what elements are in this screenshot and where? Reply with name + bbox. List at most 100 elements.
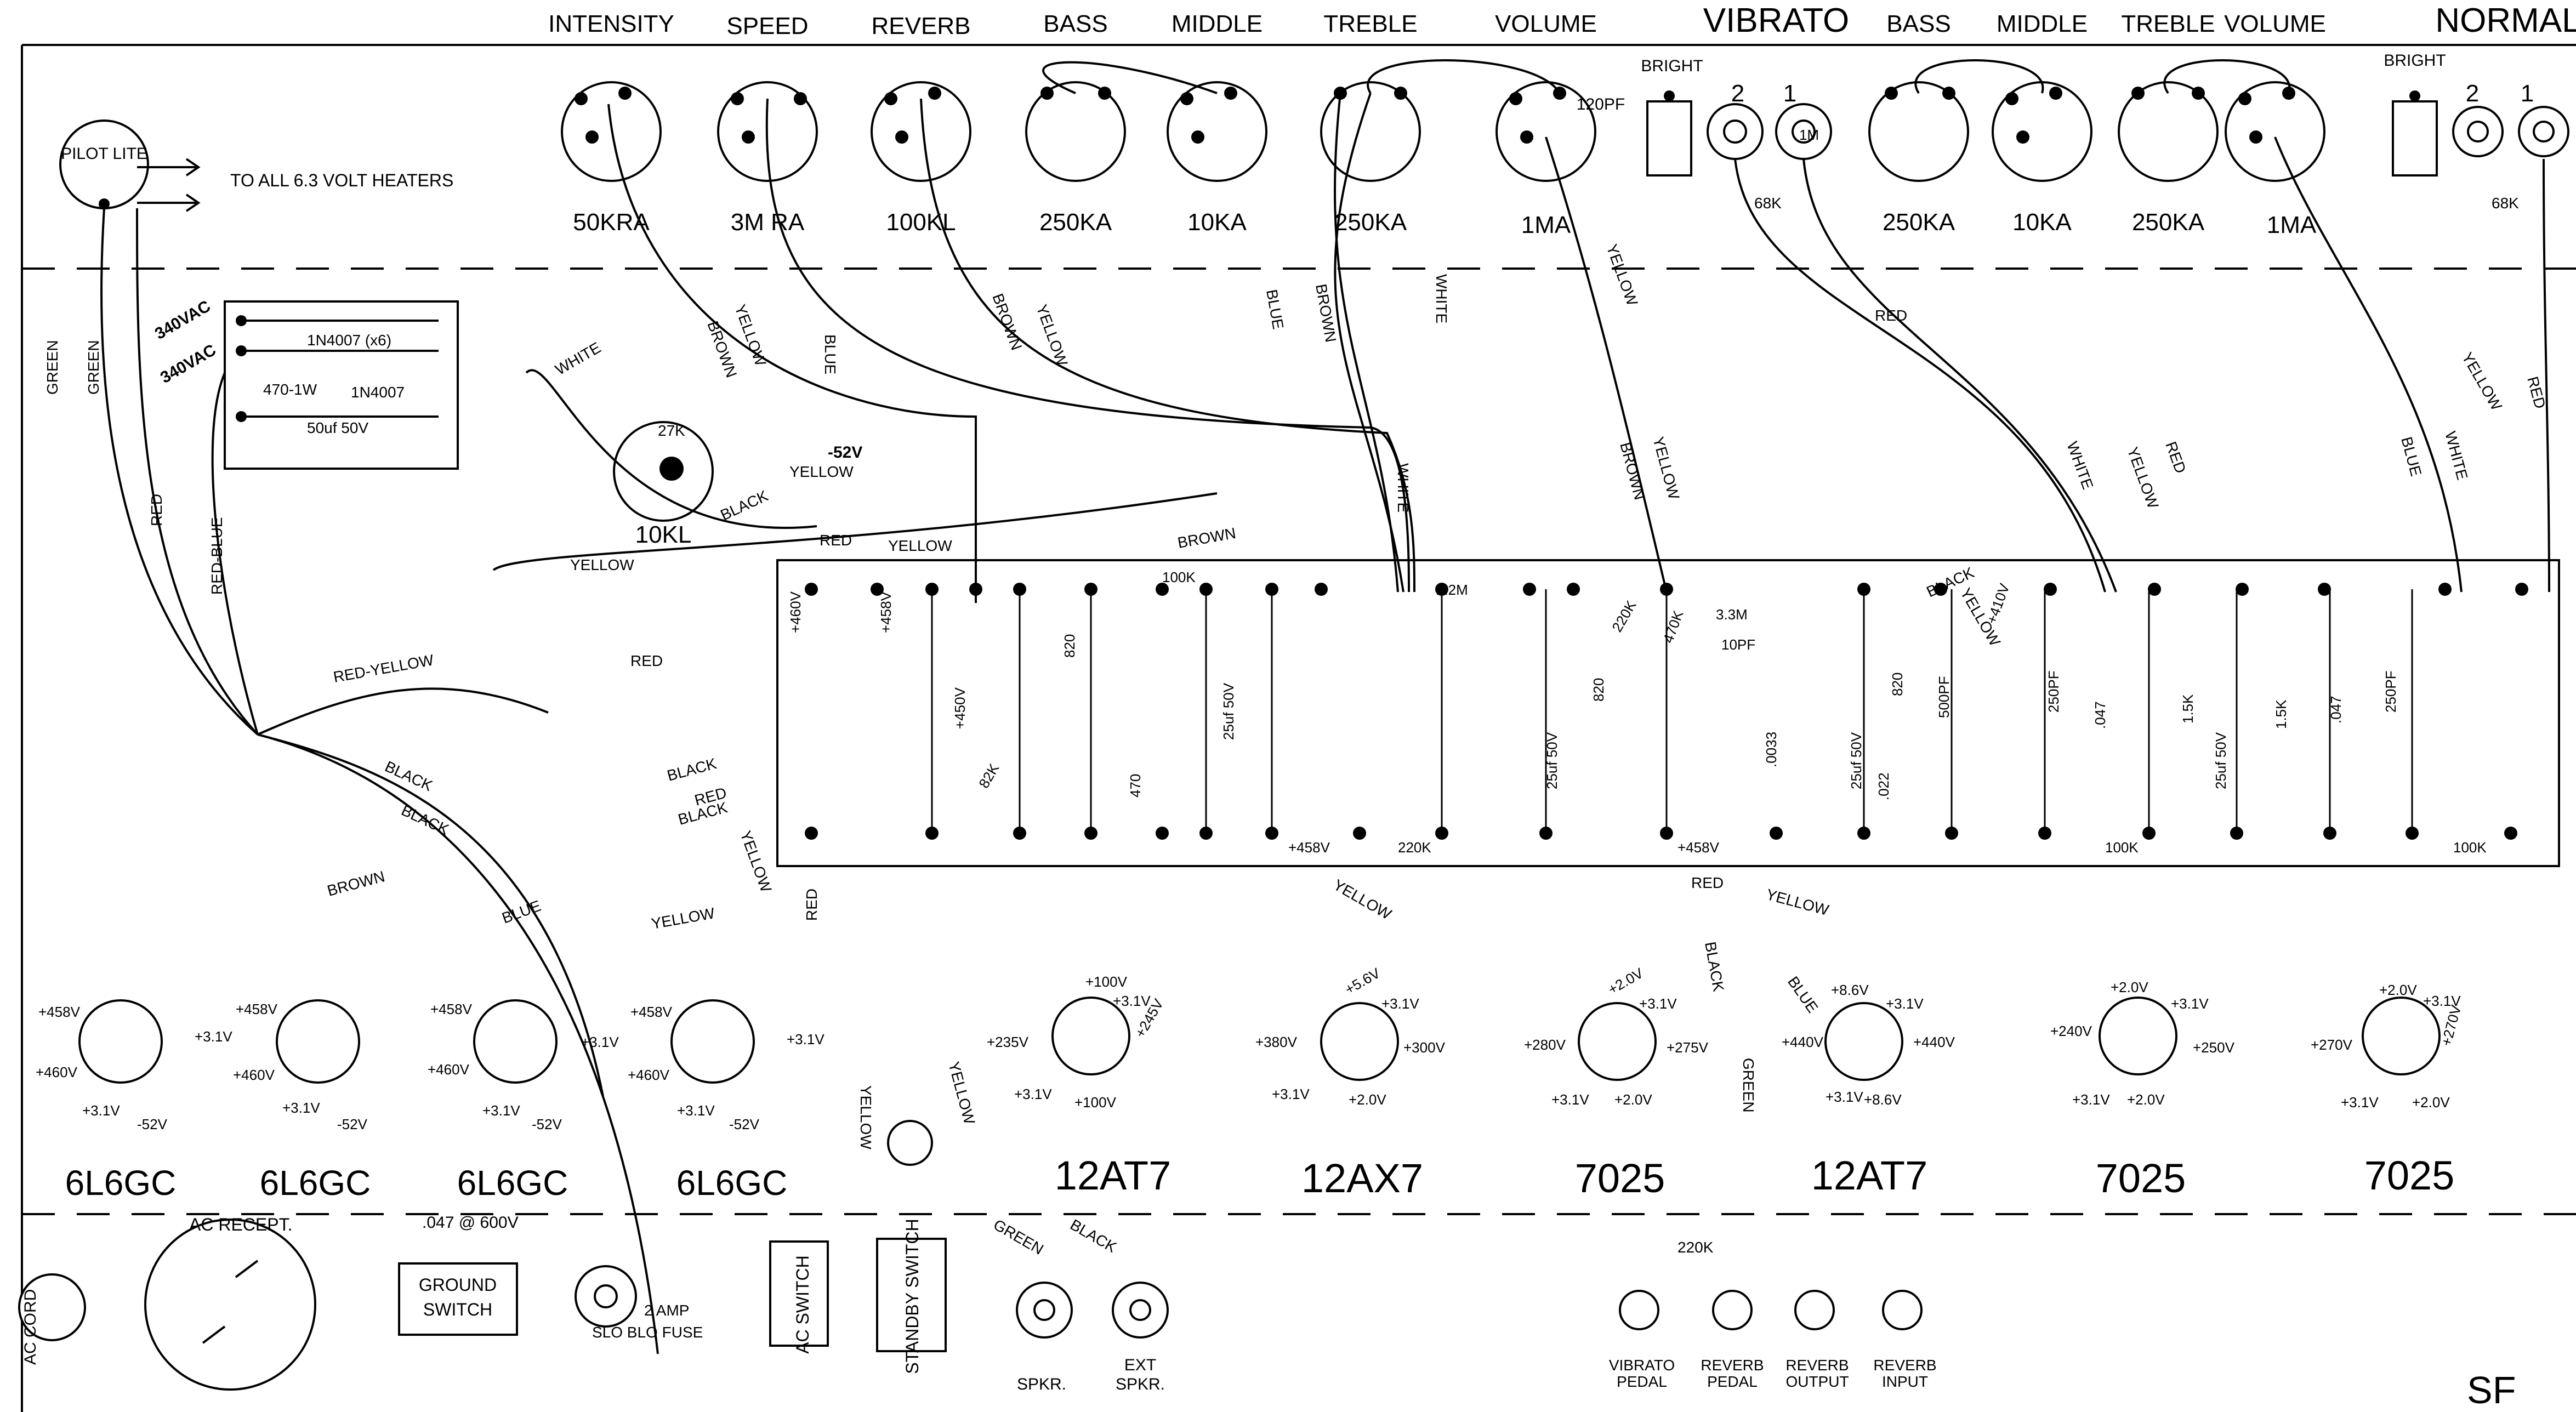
v6-v31b: +3.1V	[2341, 1094, 2379, 1111]
v6-v20b: +2.0V	[2412, 1094, 2450, 1111]
pt3-v52: -52V	[532, 1116, 562, 1132]
wire-yellow-n: YELLOW	[789, 463, 854, 480]
pot-treble-vibrato: 250KA	[1320, 81, 1421, 236]
board-c0033: .0033	[1763, 732, 1779, 767]
wire-blue-d: BLUE	[2398, 435, 2425, 479]
pot-volume-vibrato: 1MA	[1495, 81, 1596, 238]
v4-v86a: +8.6V	[1831, 982, 1869, 998]
wire-brown-e: BROWN	[1617, 441, 1648, 502]
label-reverb: REVERB	[872, 13, 971, 39]
board-v458-a: +458V	[878, 591, 894, 633]
preamp-tube-v5: 7025 +2.0V +3.1V +240V +250V +3.1V +2.0V	[2050, 979, 2235, 1201]
bias-voltage-b: 340VAC	[157, 341, 219, 387]
wire-red-g: RED	[1691, 874, 1724, 891]
board-c250pf-a: 250PF	[2045, 670, 2062, 713]
board-r100k-d: 100K	[2453, 839, 2487, 856]
reverb-input-label-2: INPUT	[1882, 1373, 1928, 1390]
board-v460: +460V	[787, 591, 804, 633]
wire-yellow-e: YELLOW	[1603, 242, 1641, 308]
pot-volume-vibrato-value: 1MA	[1521, 212, 1571, 238]
pot-middle-normal: 10KA	[1992, 81, 2092, 236]
board-c047-b: .047	[2328, 696, 2344, 724]
v5-v20b: +2.0V	[2127, 1091, 2165, 1108]
wire-yellow-b: YELLOW	[650, 904, 716, 932]
bias-board: 1N4007 (x6) 340VAC 340VAC 470-1W 1N4007 …	[152, 297, 459, 470]
r-68k-vibrato-a: 68K	[1754, 195, 1782, 212]
board-r220k-a: 220K	[1608, 597, 1640, 635]
board-c500pf: 500PF	[1936, 676, 1952, 718]
v5-v250: +250V	[2193, 1039, 2235, 1056]
ac-switch-label: AC SWITCH	[793, 1255, 812, 1354]
bias-resistor: 470-1W	[263, 381, 317, 398]
v4-v440b: +440V	[1913, 1034, 1955, 1050]
wire-red-b: RED	[630, 652, 663, 669]
power-tube-2-type: 6L6GC	[260, 1163, 371, 1203]
r-68k-normal: 68K	[2492, 195, 2519, 212]
pot-middle-normal-value: 10KA	[2012, 209, 2072, 236]
label-treble-normal: TREBLE	[2121, 10, 2215, 37]
pt3-v31: +3.1V	[581, 1034, 619, 1050]
wire-red-f: RED	[803, 889, 820, 921]
wire-yellow-m: YELLOW	[888, 537, 952, 554]
bright-label-vibrato: BRIGHT	[1641, 57, 1703, 75]
pt1-v31: +3.1V	[195, 1028, 232, 1045]
label-middle-vibrato: MIDDLE	[1172, 10, 1263, 37]
standby-switch-label: STANDBY SWITCH	[902, 1219, 922, 1374]
power-tube-3-type: 6L6GC	[457, 1163, 568, 1203]
pt1-v52: -52V	[137, 1116, 168, 1132]
label-normal-channel: NORMAL	[2435, 2, 2576, 39]
preamp-tube-v2: 12AX7 +5.6V +3.1V +380V +300V +3.1V +2.0…	[1255, 965, 1446, 1201]
v2-v56: +5.6V	[1342, 965, 1383, 998]
wire-black-f: BLACK	[718, 487, 771, 523]
v3-v280: +280V	[1524, 1037, 1566, 1053]
v2-v20: +2.0V	[1349, 1091, 1386, 1108]
pot-bass-normal-value: 250KA	[1883, 209, 1955, 236]
pt4-v460: +460V	[628, 1067, 670, 1083]
bias-voltage-neg: -52V	[828, 443, 862, 462]
bright-label-normal: BRIGHT	[2384, 52, 2446, 70]
ext-speaker-label-1: EXT	[1124, 1356, 1156, 1374]
wire-green-c: GREEN	[991, 1216, 1047, 1258]
cap-120pf-vibrato: 120PF	[1577, 95, 1625, 113]
wire-yellow-c: YELLOW	[731, 302, 769, 368]
bright-switch-normal: BRIGHT	[2384, 52, 2446, 176]
wire-red-a: RED	[148, 494, 165, 526]
wire-red-blue: RED-BLUE	[208, 517, 225, 595]
wire-brown-f: BROWN	[1176, 525, 1237, 551]
v1-v100a: +100V	[1085, 973, 1128, 990]
bright-switch-vibrato: BRIGHT 120PF	[1577, 57, 1703, 176]
power-tube-4: 6L6GC +458V +460V +3.1V +3.1V -52V	[628, 999, 824, 1203]
v6-v270a: +270V	[2311, 1037, 2353, 1053]
bias-diode: 1N4007	[351, 384, 405, 401]
wire-white-c: WHITE	[1395, 463, 1412, 513]
pt2-v458: +458V	[236, 1001, 278, 1017]
pt1-v460: +460V	[36, 1064, 78, 1080]
board-r33m: 3.3M	[1716, 606, 1748, 623]
wire-white-e: WHITE	[2442, 430, 2471, 482]
board-r100k-top: 100K	[1162, 569, 1196, 585]
pilot-light: PILOT LITE TO ALL 6.3 VOLT HEATERS	[59, 119, 453, 212]
pot-middle-vibrato: 10KA	[1167, 81, 1267, 236]
safety-cap-label: .047 @ 600V	[422, 1214, 519, 1232]
wire-white-d: WHITE	[2063, 439, 2096, 491]
pot-speed-value: 3M RA	[731, 209, 805, 236]
ac-cord-label: AC CORD	[21, 1289, 39, 1365]
wire-yellow-o: YELLOW	[737, 828, 775, 895]
bias-pot: 10KL 27K -52V	[613, 421, 862, 548]
reverb-pedal-label-2: PEDAL	[1707, 1373, 1758, 1390]
preamp-tube-v6: 7025 +2.0V +3.1V +270V +270V +3.1V +2.0V	[2311, 982, 2465, 1198]
label-bass-vibrato: BASS	[1043, 10, 1107, 37]
wire-black-a: BLACK	[382, 758, 435, 794]
board-v450: +450V	[952, 687, 968, 729]
bias-pot-value: 10KL	[635, 521, 692, 548]
control-labels: INTENSITY SPEED REVERB BASS MIDDLE TREBL…	[548, 2, 2576, 39]
fuse-label-2: SLO BLO FUSE	[592, 1324, 703, 1341]
preamp-tube-v4: 12AT7 +8.6V +3.1V +440V +440V +3.1V +8.6…	[1782, 982, 1955, 1198]
v3-v20a: +2.0V	[1605, 965, 1646, 998]
pt3-v458: +458V	[430, 1001, 473, 1017]
rear-r220k: 220K	[1677, 1239, 1714, 1256]
v6-v270b: +270V	[2438, 1003, 2465, 1048]
v5-v31a: +3.1V	[2171, 995, 2209, 1012]
v2-v300: +300V	[1403, 1039, 1446, 1056]
preamp-tube-v1: 12AT7 +100V +245V +235V +3.1V +3.1V +100…	[987, 973, 1171, 1198]
